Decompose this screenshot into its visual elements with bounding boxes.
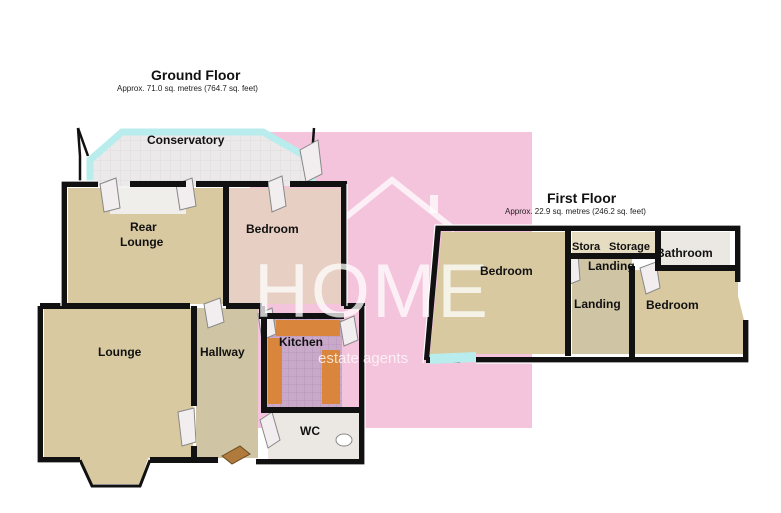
rear-lounge-bay-window bbox=[110, 186, 186, 214]
room-label-bathroom: Bathroom bbox=[656, 246, 713, 260]
first-bedroom-small-floor bbox=[634, 270, 744, 354]
watermark-tagline: estate agents bbox=[318, 350, 409, 367]
ground-bedroom-door bbox=[267, 175, 287, 213]
conservatory-floor bbox=[90, 132, 312, 186]
storage-floor bbox=[572, 232, 658, 256]
kitchen-counter-top bbox=[276, 320, 340, 336]
kitchen-counter-right bbox=[322, 350, 340, 404]
rear-lounge-door bbox=[99, 177, 121, 213]
kitchen-counter-left bbox=[268, 338, 282, 404]
kitchen-door-2 bbox=[339, 315, 359, 347]
bathroom-floor bbox=[660, 232, 730, 268]
first-floor-title: First Floor bbox=[547, 190, 617, 206]
ground-floor-plan bbox=[36, 127, 366, 488]
lounge-floor bbox=[44, 308, 193, 484]
room-label-ground-bedroom: Bedroom bbox=[246, 222, 299, 236]
watermark-chimney bbox=[430, 195, 438, 213]
ground-floor-walls bbox=[37, 181, 365, 465]
wc-toilet-icon bbox=[335, 433, 353, 447]
room-label-rear-lounge-line1: Rear bbox=[130, 220, 157, 234]
room-label-storage-1: Stora bbox=[572, 241, 601, 253]
room-label-storage-2: Storage bbox=[609, 241, 650, 253]
room-label-rear-lounge-line2: Lounge bbox=[120, 235, 164, 249]
room-label-wc: WC bbox=[300, 424, 320, 438]
wc-door bbox=[259, 411, 281, 449]
hallway-door-top bbox=[203, 297, 225, 329]
room-label-hallway: Hallway bbox=[200, 345, 245, 359]
room-label-first-bedroom-small: Bedroom bbox=[646, 298, 699, 312]
first-floor-wall-edges bbox=[422, 224, 750, 364]
room-label-kitchen: Kitchen bbox=[279, 335, 324, 349]
ground-floor-title: Ground Floor bbox=[151, 67, 241, 83]
ground-floor-area: Approx. 71.0 sq. metres (764.7 sq. feet) bbox=[117, 84, 258, 93]
room-label-landing-lower: Landing bbox=[574, 297, 621, 311]
first-floor-walls bbox=[423, 225, 749, 363]
front-door bbox=[221, 445, 251, 465]
room-label-first-bedroom-large: Bedroom bbox=[480, 264, 533, 278]
watermark-brand: HOME bbox=[254, 249, 490, 334]
watermark-house-icon bbox=[328, 176, 457, 233]
conservatory-frame-left bbox=[76, 127, 90, 157]
ground-floor-wall-edges bbox=[36, 180, 366, 466]
hallway-floor bbox=[196, 308, 258, 458]
ground-floor-bay bbox=[78, 459, 152, 488]
room-label-landing-upper: Landing bbox=[588, 259, 635, 273]
room-label-conservatory: Conservatory bbox=[147, 133, 225, 147]
room-label-lounge: Lounge bbox=[98, 345, 142, 359]
landing-floor bbox=[572, 258, 632, 354]
first-floor-plan bbox=[422, 224, 750, 364]
first-floor-window bbox=[430, 352, 476, 364]
conservatory-door bbox=[299, 139, 323, 183]
conservatory-frame bbox=[76, 127, 82, 186]
first-bedroom-large-floor bbox=[430, 232, 568, 354]
first-floor-area: Approx. 22.9 sq. metres (246.2 sq. feet) bbox=[505, 207, 646, 216]
